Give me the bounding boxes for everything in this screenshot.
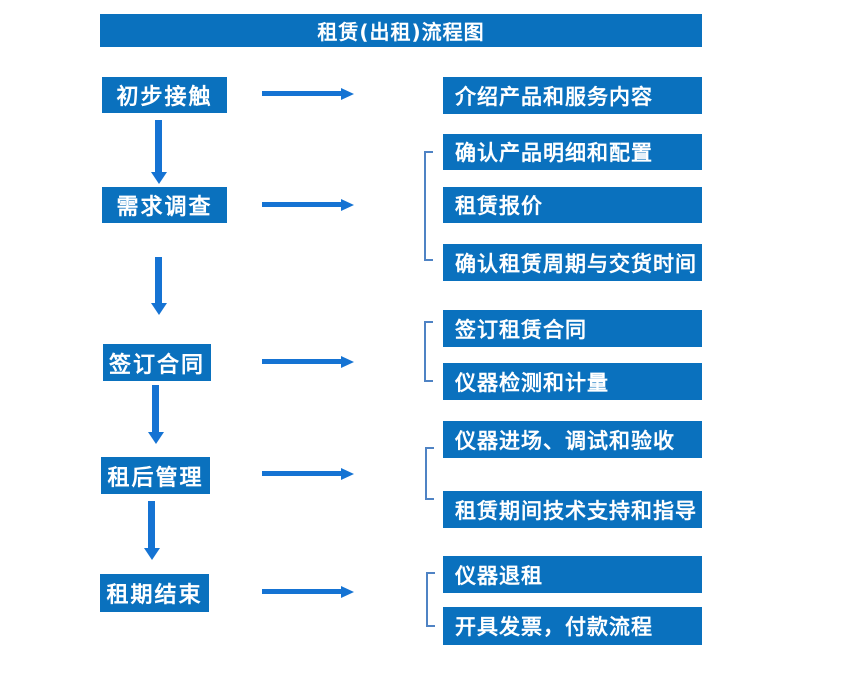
- detail-sign-rental-contract: 签订租赁合同: [443, 310, 702, 347]
- arrow-stem: [155, 257, 162, 303]
- arrow-right-icon: [262, 355, 354, 368]
- arrow-right-icon: [262, 585, 354, 598]
- arrow-down-icon: [150, 257, 167, 315]
- arrow-stem: [262, 471, 341, 476]
- arrow-right-icon: [262, 87, 354, 100]
- arrow-right-icon: [262, 467, 354, 480]
- step-post-rental-management: 租后管理: [101, 457, 210, 494]
- detail-instrument-return: 仪器退租: [443, 556, 702, 593]
- detail-invoice-payment: 开具发票，付款流程: [443, 607, 702, 645]
- arrow-stem: [155, 120, 162, 172]
- arrow-head: [150, 172, 167, 184]
- arrow-down-icon: [147, 385, 164, 444]
- group-bracket: [424, 321, 433, 382]
- step-initial-contact: 初步接触: [102, 77, 227, 113]
- diagram-title: 租赁(出租)流程图: [100, 14, 702, 47]
- arrow-right-icon: [262, 198, 354, 211]
- arrow-stem: [148, 501, 155, 548]
- group-bracket: [424, 151, 433, 261]
- detail-confirm-product-config: 确认产品明细和配置: [443, 134, 702, 170]
- step-rental-end: 租期结束: [100, 574, 209, 612]
- arrow-down-icon: [143, 501, 160, 560]
- detail-confirm-period-delivery: 确认租赁周期与交货时间: [443, 244, 702, 281]
- arrow-stem: [152, 385, 159, 432]
- arrow-stem: [262, 359, 341, 364]
- arrow-head: [341, 198, 354, 211]
- arrow-head: [143, 548, 160, 560]
- arrow-head: [147, 432, 164, 444]
- detail-technical-support: 租赁期间技术支持和指导: [443, 491, 702, 528]
- arrow-head: [150, 303, 167, 315]
- arrow-head: [341, 585, 354, 598]
- arrow-head: [341, 467, 354, 480]
- group-bracket: [426, 572, 435, 627]
- detail-rental-quote: 租赁报价: [443, 187, 702, 223]
- arrow-stem: [262, 91, 341, 96]
- group-bracket: [425, 447, 434, 500]
- arrow-head: [341, 355, 354, 368]
- arrow-stem: [262, 202, 341, 207]
- step-sign-contract: 签订合同: [103, 344, 211, 381]
- arrow-down-icon: [150, 120, 167, 184]
- detail-instrument-inspection: 仪器检测和计量: [443, 363, 702, 400]
- arrow-head: [341, 87, 354, 100]
- detail-instrument-setup-acceptance: 仪器进场、调试和验收: [443, 421, 702, 458]
- arrow-stem: [262, 589, 341, 594]
- detail-introduce-products-services: 介绍产品和服务内容: [443, 77, 702, 114]
- step-demand-survey: 需求调查: [102, 187, 227, 223]
